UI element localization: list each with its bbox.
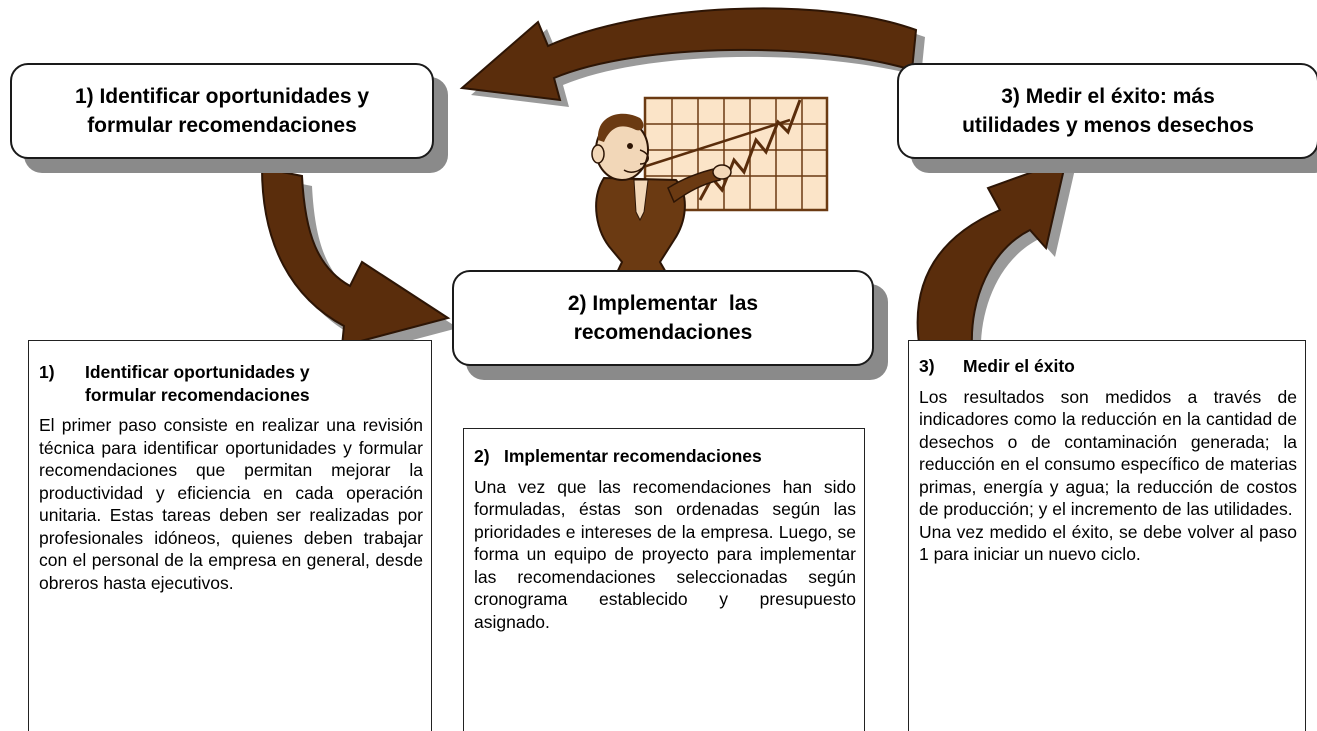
step2-card-line1: 2) Implementar las: [567, 292, 759, 315]
step3-card-line2: utilidades y menos desechos: [962, 114, 1254, 137]
step2-panel: 2) Implementar recomendaciones Una vez q…: [463, 428, 865, 731]
step1-panel-number: 1): [39, 362, 55, 382]
step2-card: 2) Implementar las recomendaciones: [452, 270, 874, 366]
step2-card-line2: recomendaciones: [573, 321, 753, 344]
step3-card-line1: 3) Medir el éxito: más: [1001, 85, 1215, 108]
arrow-top: [459, 7, 918, 102]
step1-panel-body: El primer paso consiste en realizar una …: [39, 415, 423, 593]
step1-card-line2: formular recomendaciones: [87, 114, 357, 137]
step3-panel-number: 3): [919, 356, 935, 376]
step2-panel-title-text: Implementar recomendaciones: [504, 446, 762, 466]
arrow-right: [916, 158, 1068, 352]
arrow-left: [260, 166, 451, 348]
step2-panel-title: 2) Implementar recomendaciones: [474, 445, 856, 468]
step2-panel-number: 2): [474, 446, 490, 466]
step3-panel-body2: Una vez medido el éxito, se debe volver …: [919, 521, 1297, 565]
presenter-chart-icon: [591, 96, 829, 344]
step1-panel-title: 1) Identificar oportunidades y formular …: [39, 361, 423, 406]
step2-panel-body: Una vez que las recomendaciones han sido…: [474, 476, 856, 632]
step1-panel-title-line1: Identificar oportunidades y: [85, 362, 310, 382]
step1-card: 1) Identificar oportunidades y formular …: [10, 63, 434, 159]
step3-panel-body: Los resultados son medidos a través de i…: [919, 386, 1297, 520]
step3-panel-title: 3) Medir el éxito: [919, 355, 1297, 378]
step1-panel-title-line2: formular recomendaciones: [85, 384, 310, 405]
step1-panel-title-text: Identificar oportunidades y formular rec…: [85, 361, 310, 406]
step1-card-line1: 1) Identificar oportunidades y: [74, 85, 370, 108]
step3-panel-title-text: Medir el éxito: [963, 356, 1075, 376]
step3-panel: 3) Medir el éxito Los resultados son med…: [908, 340, 1306, 731]
step1-panel: 1) Identificar oportunidades y formular …: [28, 340, 432, 731]
step3-card: 3) Medir el éxito: más utilidades y meno…: [897, 63, 1317, 159]
